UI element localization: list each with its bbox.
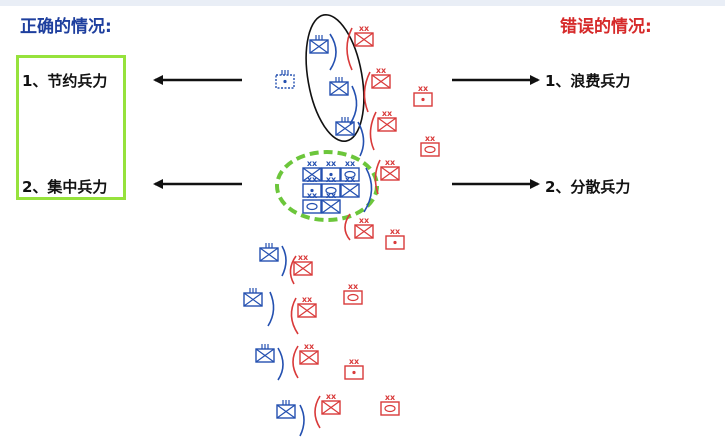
svg-text:xx: xx <box>418 84 429 93</box>
red-arc-5 <box>344 213 351 241</box>
spread-units-oval <box>305 13 365 143</box>
red-unit-7: xx <box>354 216 374 239</box>
svg-text:xx: xx <box>345 159 356 168</box>
blue-arc-5 <box>281 245 287 277</box>
red-arc-3 <box>369 111 377 151</box>
blue-concentrated-unit-4: xx <box>302 175 322 198</box>
red-arc-8 <box>292 345 299 379</box>
blue-arc-8 <box>299 404 305 437</box>
red-unit-13: xx <box>344 357 364 380</box>
svg-text:xx: xx <box>376 66 387 75</box>
red-arc-1 <box>346 27 353 71</box>
red-unit-6: xx <box>380 158 400 181</box>
blue-arc-7 <box>277 347 284 381</box>
wrong-item-2: 2、分散兵力 <box>545 178 631 196</box>
svg-text:xx: xx <box>345 175 356 184</box>
svg-text:xx: xx <box>382 109 393 118</box>
svg-text:xx: xx <box>307 159 318 168</box>
svg-text:xx: xx <box>304 342 315 351</box>
red-unit-15: xx <box>380 393 400 416</box>
red-unit-14: xx <box>321 392 341 415</box>
blue-unit-7 <box>276 400 296 419</box>
red-unit-5: xx <box>420 134 440 157</box>
blue-unit-reserve <box>275 70 295 89</box>
blue-concentrated-unit-3: xx <box>340 159 360 182</box>
front-arcs-layer <box>267 27 381 437</box>
svg-text:xx: xx <box>298 253 309 262</box>
red-unit-11: xx <box>297 295 317 318</box>
svg-text:xx: xx <box>326 392 337 401</box>
blue-unit-3 <box>335 117 355 136</box>
red-unit-1: xx <box>354 24 374 47</box>
red-arc-2 <box>363 71 371 113</box>
highlight-box <box>16 55 126 200</box>
svg-text:xx: xx <box>385 158 396 167</box>
red-arc-7 <box>290 297 299 335</box>
blue-arc-6 <box>267 291 275 327</box>
red-unit-10: xx <box>343 282 363 305</box>
concentrated-units-oval <box>275 150 379 222</box>
blue-unit-6 <box>255 344 275 363</box>
svg-text:xx: xx <box>349 357 360 366</box>
svg-text:xx: xx <box>302 295 313 304</box>
red-arc-9 <box>314 395 321 429</box>
svg-text:xx: xx <box>385 393 396 402</box>
svg-text:xx: xx <box>326 175 337 184</box>
red-unit-3: xx <box>413 84 433 107</box>
blue-unit-4 <box>259 243 279 262</box>
blue-concentrated-unit-6: xx <box>340 175 360 198</box>
blue-unit-2 <box>329 77 349 96</box>
svg-text:xx: xx <box>307 175 318 184</box>
wrong-item-1: 1、浪费兵力 <box>545 72 631 90</box>
top-toolbar-strip <box>0 0 725 6</box>
svg-text:xx: xx <box>348 282 359 291</box>
svg-text:xx: xx <box>326 191 337 200</box>
blue-arc-4 <box>363 167 373 213</box>
blue-arc-2 <box>349 85 358 125</box>
blue-unit-5 <box>243 288 263 307</box>
blue-arc-1 <box>329 33 337 71</box>
svg-text:xx: xx <box>307 191 318 200</box>
red-unit-9: xx <box>293 253 313 276</box>
svg-text:xx: xx <box>326 159 337 168</box>
blue-arc-3 <box>357 121 365 157</box>
svg-text:xx: xx <box>359 24 370 33</box>
correct-item-2: 2、集中兵力 <box>22 178 108 196</box>
red-arc-4 <box>374 159 381 195</box>
blue-unit-1 <box>309 35 329 54</box>
correct-heading: 正确的情况: <box>20 17 112 37</box>
wrong-heading: 错误的情况: <box>560 17 652 37</box>
red-arc-6 <box>289 255 297 285</box>
blue-concentrated-unit-5: xx <box>321 175 341 198</box>
blue-concentrated-unit-1: xx <box>302 159 322 182</box>
blue-concentrated-unit-7: xx <box>302 191 322 214</box>
red-unit-8: xx <box>385 227 405 250</box>
red-unit-4: xx <box>377 109 397 132</box>
svg-text:xx: xx <box>390 227 401 236</box>
correct-item-1: 1、节约兵力 <box>22 72 108 90</box>
svg-text:xx: xx <box>425 134 436 143</box>
blue-concentrated-unit-8: xx <box>321 191 341 214</box>
svg-text:xx: xx <box>359 216 370 225</box>
red-unit-12: xx <box>299 342 319 365</box>
blue-concentrated-unit-2: xx <box>321 159 341 182</box>
red-unit-2: xx <box>371 66 391 89</box>
